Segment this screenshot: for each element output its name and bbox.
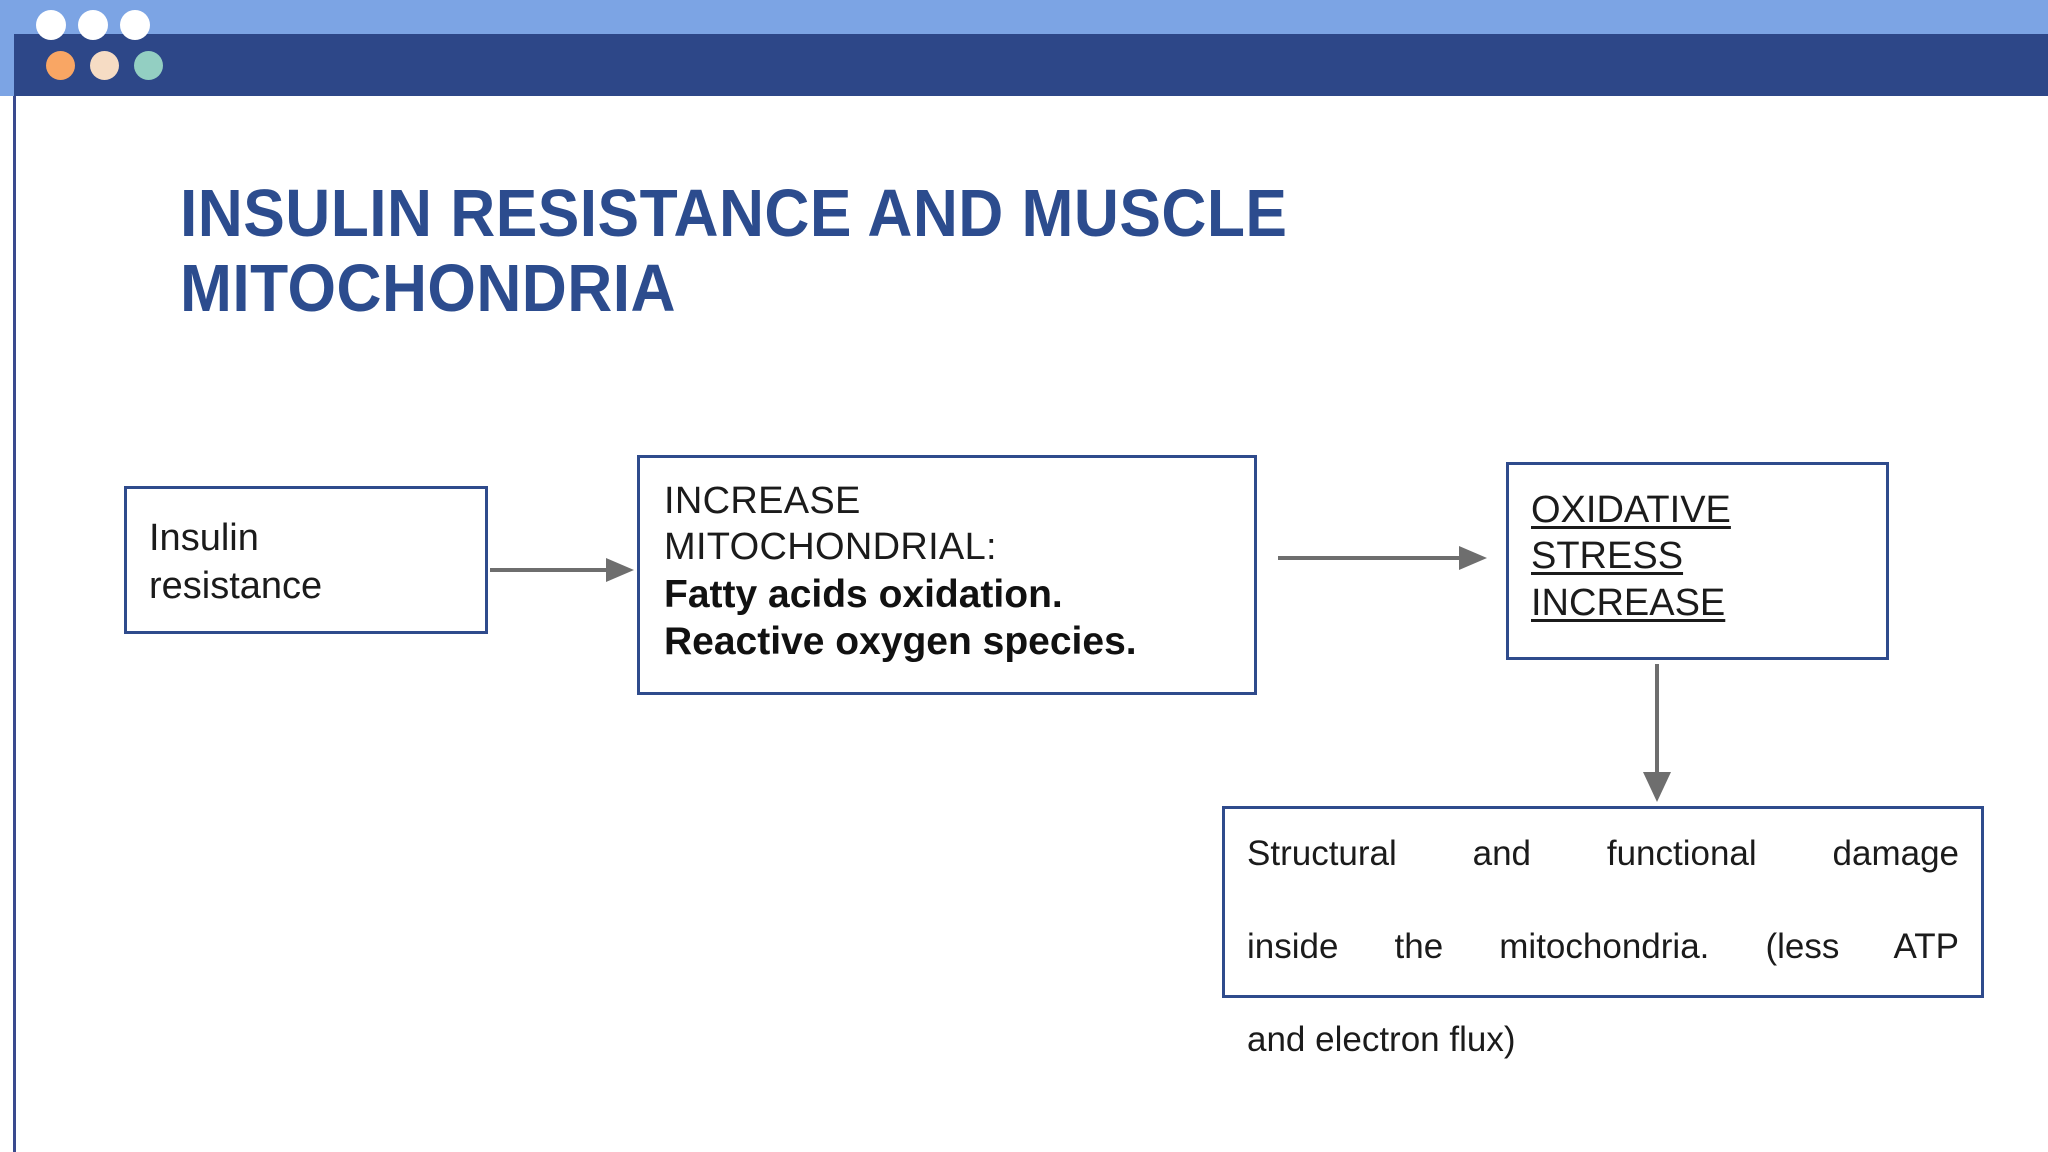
flow-node-structural-damage-line-1: Structural and functional damage [1247, 834, 1959, 873]
flow-node-insulin-resistance-line-1: Insulin [149, 517, 259, 559]
slide-left-accent-line [13, 96, 16, 1152]
flow-node-increase-heading-line-1: INCREASE [664, 480, 861, 522]
window-dot-peach-icon[interactable] [90, 51, 119, 80]
window-dot-white-1-icon[interactable] [36, 10, 66, 40]
flow-node-oxidative-stress-increase[interactable]: OXIDATIVE STRESS INCREASE [1506, 462, 1889, 660]
flow-edge-arrow-right-2-icon [1278, 546, 1487, 570]
window-chrome-notch [0, 46, 14, 96]
window-dot-orange-icon[interactable] [46, 51, 75, 80]
flow-node-insulin-resistance-line-2: resistance [149, 564, 323, 607]
window-chrome-title-bar [14, 34, 2048, 96]
flow-edge-arrow-right-1-icon [490, 558, 634, 582]
window-dot-teal-icon[interactable] [134, 51, 163, 80]
flow-node-structural-damage[interactable]: Structural and functional damage inside … [1222, 806, 1984, 1059]
flow-node-oxidative-line-3: INCREASE [1531, 581, 1726, 624]
flow-node-structural-damage-line-2: inside the mitochondria. (less ATP [1247, 927, 1959, 967]
flow-node-structural-damage-line-3: and electron flux) [1247, 1020, 1516, 1060]
flow-edge-arrow-down-icon [1643, 664, 1671, 802]
flow-node-increase-mitochondrial[interactable]: INCREASE MITOCHONDRIAL: Fatty acids oxid… [637, 455, 1257, 695]
window-dot-white-2-icon[interactable] [78, 10, 108, 40]
flow-node-insulin-resistance[interactable]: Insulin resistance [124, 486, 488, 634]
page-title: INSULIN RESISTANCE AND MUSCLE MITOCHONDR… [180, 176, 1288, 327]
flow-node-oxidative-line-1: OXIDATIVE [1531, 489, 1731, 531]
window-dot-white-3-icon[interactable] [120, 10, 150, 40]
flow-node-increase-bold-line-1: Fatty acids oxidation. [664, 572, 1063, 616]
flow-node-increase-heading-line-2: MITOCHONDRIAL: [664, 526, 997, 569]
flow-node-oxidative-line-2: STRESS [1531, 535, 1684, 578]
flow-node-increase-bold-line-2: Reactive oxygen species. [664, 620, 1137, 664]
